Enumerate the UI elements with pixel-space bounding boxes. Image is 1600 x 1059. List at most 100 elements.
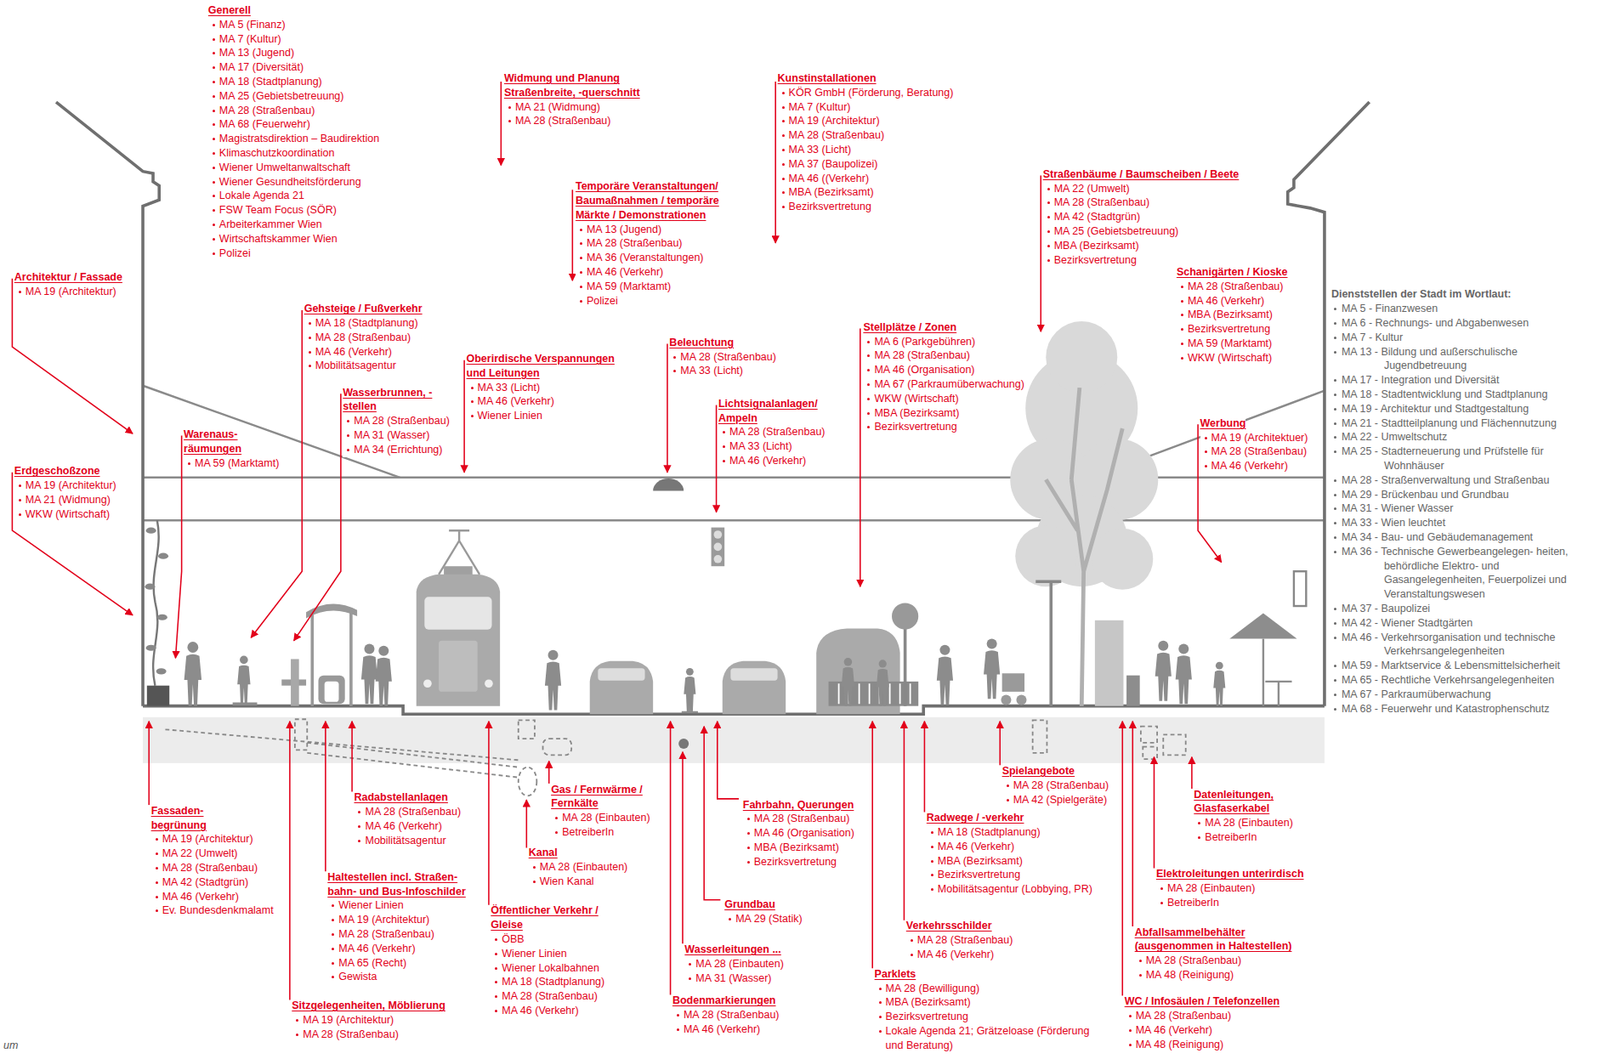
agency-item: MA 46 (Verkehr) — [906, 947, 994, 963]
callout-group: Widmung und Planung Straßenbreite, -quer… — [504, 71, 658, 129]
agency-item: Wirtschaftskammer Wien — [208, 232, 338, 247]
person — [361, 643, 378, 704]
callout-heading: Wasserleitungen ... — [684, 942, 781, 958]
agency-item: Arbeiterkammer Wien — [208, 217, 323, 233]
tram-roof-box — [443, 566, 473, 576]
agency-item: MA 7 (Kultur) — [777, 100, 852, 115]
leader-arrow — [487, 721, 490, 906]
legend-item: MA 17 - Integration und Diversität — [1331, 373, 1500, 388]
callout-group: Wasserbrunnen, -stellenMA 28 (Straßenbau… — [342, 385, 450, 458]
callout-heading: Kanal — [528, 845, 558, 861]
leader-arrow — [1122, 721, 1124, 997]
agency-item: Mobilitätsagentur — [353, 834, 446, 849]
sign-pole — [903, 627, 908, 706]
tree-crown — [1091, 528, 1153, 591]
info-pillar — [1095, 620, 1124, 707]
agency-item: Wien Kanal — [528, 874, 595, 890]
agency-item: MA 28 (Straßenbau) — [151, 861, 259, 876]
agency-item: MA 46 (Organisation) — [862, 363, 975, 378]
callout-heading: Widmung und Planung Straßenbreite, -quer… — [504, 71, 658, 101]
agency-item: MA 46 (Verkehr) — [575, 265, 664, 280]
bike-stand — [317, 675, 345, 705]
agency-item: MBA (Bezirksamt) — [1043, 238, 1140, 254]
leader-arrow — [1153, 757, 1156, 869]
agency-item: BetreiberIn — [1193, 830, 1257, 846]
leaf — [157, 614, 168, 621]
agency-item: MA 22 (Umwelt) — [151, 846, 239, 862]
agency-item: MA 46 (Verkehr) — [304, 345, 392, 360]
agency-item: BetreiberIn — [550, 825, 614, 840]
agency-item: MA 28 (Straßenbau) — [304, 330, 412, 346]
legend-item: MA 13 - Bildung und außerschulische Juge… — [1331, 345, 1600, 375]
tram-window — [424, 596, 492, 630]
agency-item: MA 68 (Feuerwehr) — [208, 117, 311, 132]
leader-arrow — [250, 310, 302, 638]
agency-item: MA 22 (Umwelt) — [1043, 181, 1130, 197]
callout-heading: Elektroleitungen unterirdisch — [1156, 867, 1305, 882]
tree-crown — [1045, 321, 1118, 393]
agency-item: MA 42 (Stadtgrün) — [151, 875, 249, 891]
callout-heading: Schanigärten / Kioske — [1176, 265, 1288, 280]
leaf — [158, 553, 169, 560]
tree — [1009, 321, 1158, 707]
agency-item: MA 21 (Widmung) — [14, 493, 111, 508]
agency-item: MA 25 (Gebietsbetreuung) — [1043, 224, 1180, 239]
callout-heading: Erdgeschoßzone — [14, 464, 101, 479]
caption-fragment: um — [3, 1038, 18, 1054]
callout-group: ErdgeschoßzoneMA 19 (Architektur)MA 21 (… — [14, 464, 117, 522]
legend-item: MA 34 - Bau- und Gebäudemanagement — [1331, 530, 1533, 545]
callout-heading: Bodenmarkierungen — [672, 993, 777, 1009]
agency-item: MA 28 (Straßenbau) — [490, 989, 598, 1005]
agency-item: MA 65 (Recht) — [327, 956, 407, 971]
street-light — [1035, 581, 1061, 706]
agency-item: MA 19 (Architektur) — [327, 913, 430, 928]
waste-bin — [1126, 675, 1141, 707]
leader-arrow — [572, 189, 574, 281]
leader-arrow — [666, 344, 669, 473]
agency-item: MA 31 (Wasser) — [342, 428, 430, 443]
agency-item: MA 46 (Verkehr) — [718, 453, 806, 469]
legend-item: MA 6 - Rechnungs- und Abgabenwesen — [1331, 316, 1529, 331]
callout-heading: Sitzgelegenheiten, Möblierung — [291, 998, 446, 1014]
agency-item: MA 18 (Stadtplanung) — [490, 975, 605, 990]
callout-heading: Verkehrsschilder — [906, 919, 993, 934]
tree-crown — [1015, 525, 1077, 587]
leader-arrow — [859, 329, 862, 588]
furniture — [281, 604, 358, 707]
agency-item: MA 28 (Straßenbau) — [208, 103, 316, 119]
person — [683, 668, 696, 713]
leader-arrow — [500, 81, 503, 165]
agency-item: Wiener Linien — [327, 898, 403, 914]
street-volume-lines — [142, 385, 1325, 521]
duct — [1142, 747, 1158, 760]
agency-item: MA 46 (Verkehr) — [1124, 1023, 1213, 1039]
person — [876, 659, 890, 706]
callout-heading: Straßenbäume / Baumscheiben / Beete — [1043, 167, 1240, 182]
agency-item: MBA (Bezirksamt) — [1176, 307, 1273, 323]
callout-heading: Spielangebote — [1002, 764, 1075, 779]
legend-item: MA 33 - Wien leuchtet — [1331, 516, 1446, 531]
leader-arrow — [998, 721, 1001, 766]
agency-item: Ev. Bundesdenkmalamt — [151, 903, 274, 919]
agency-item: MA 28 (Straßenbau) — [353, 805, 461, 820]
leader-arrow — [717, 721, 739, 800]
car — [590, 661, 653, 715]
leader-arrow — [11, 472, 133, 616]
agency-item: Bezirksvertretung — [743, 855, 837, 870]
agency-item: MA 28 (Straßenbau) — [672, 1008, 780, 1023]
agency-item: MA 46 (Verkehr) — [672, 1022, 761, 1038]
person — [983, 638, 1000, 699]
agency-item: MA 19 (Architektuer) — [1200, 431, 1309, 446]
leader-arrows — [11, 81, 1221, 1000]
agency-item: Bezirksvertretung — [874, 1009, 969, 1025]
agency-legend: Dienststellen der Stadt im Wortlaut:MA 5… — [1331, 287, 1600, 716]
legend-item: MA 29 - Brückenbau und Grundbau — [1331, 487, 1510, 503]
callout-heading: Fahrbahn, Querungen — [743, 798, 855, 813]
leader-arrow — [871, 721, 874, 969]
leaf — [144, 584, 155, 591]
agency-item: MA 19 (Architektur) — [14, 284, 117, 300]
leader-arrow — [924, 721, 926, 813]
agency-item: Wiener Umweltanwaltschaft — [208, 160, 351, 176]
callout-group: Radwege / -verkehrMA 18 (Stadtplanung)MA… — [926, 811, 1093, 897]
tram-door — [438, 641, 478, 693]
